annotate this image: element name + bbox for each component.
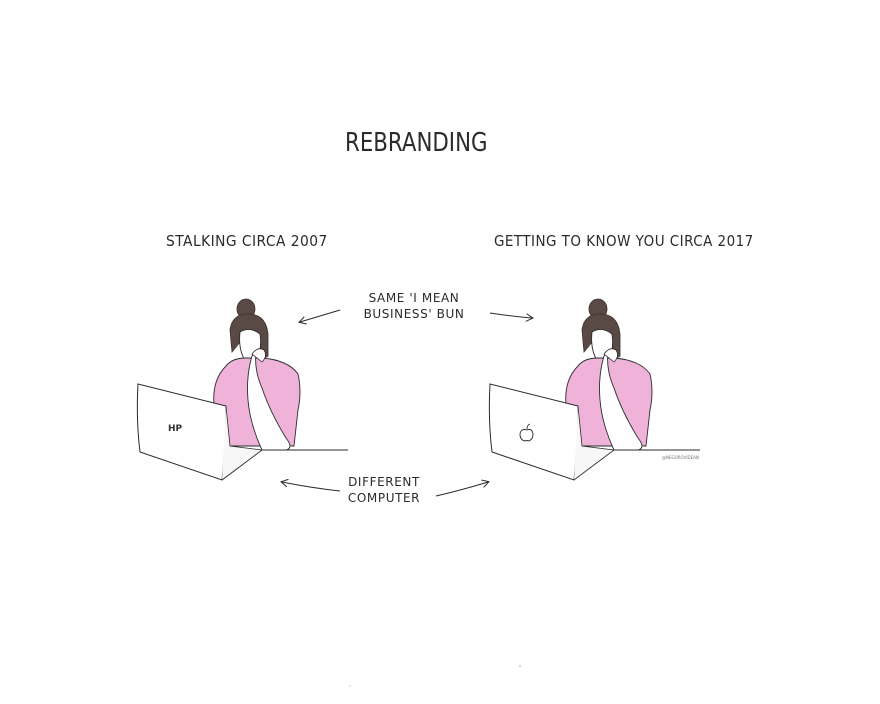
left-laptop-body (221, 405, 264, 481)
right-laptop-body (573, 405, 616, 481)
computer-annotation: DIFFERENT COMPUTER (344, 474, 424, 506)
arrow-bun-right (489, 312, 532, 318)
speck-1 (519, 665, 521, 667)
bun-annotation-line-2: BUSINESS' BUN (363, 307, 465, 321)
bun-annotation-line-1: SAME 'I MEAN (368, 291, 460, 305)
right-figure: @NEGOROVIDEAN (488, 298, 700, 481)
right-arm (599, 350, 643, 451)
bun-annotation: SAME 'I MEAN BUSINESS' BUN (358, 290, 470, 322)
comic-title: REBRANDING (345, 128, 488, 158)
left-hand (251, 348, 266, 363)
speck-2 (349, 685, 351, 687)
computer-annotation-line-1: DIFFERENT (348, 475, 420, 489)
left-arm (247, 350, 291, 451)
computer-annotation-line-2: COMPUTER (347, 491, 421, 505)
arrow-computer-left (282, 482, 341, 492)
left-panel-caption: STALKING CIRCA 2007 (166, 232, 328, 250)
hp-logo: HP (168, 424, 183, 434)
artist-credit: @NEGOROVIDEAN (662, 455, 699, 460)
arrow-bun-left (300, 309, 341, 322)
right-laptop-screen (488, 383, 579, 481)
arrow-computer-right (435, 482, 488, 497)
right-panel-caption: GETTING TO KNOW YOU CIRCA 2017 (494, 232, 754, 250)
apple-logo-icon (519, 423, 534, 442)
left-figure: HP (136, 298, 348, 481)
right-hand (603, 348, 618, 363)
